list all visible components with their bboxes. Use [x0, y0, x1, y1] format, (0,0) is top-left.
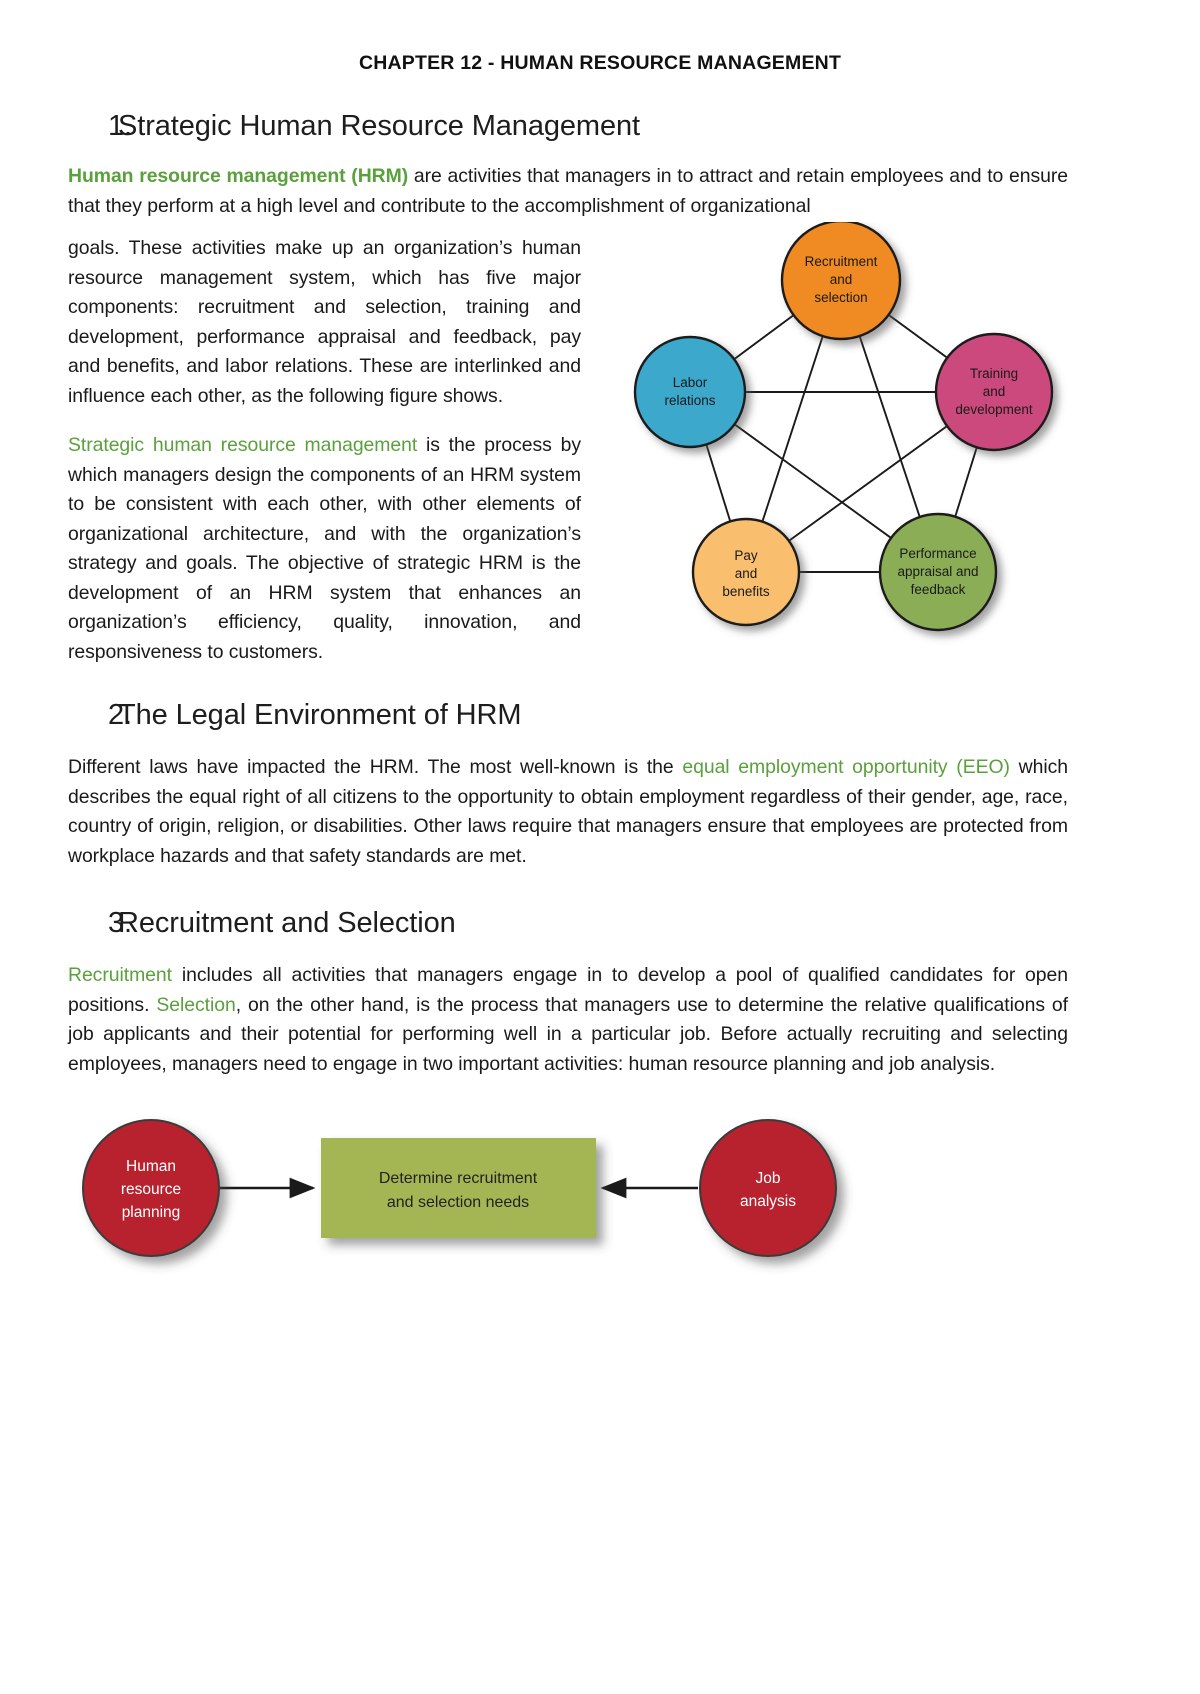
section-1-paragraph-2-rest: is the process by which managers design …	[68, 434, 581, 663]
section-3-title: Recruitment and Selection	[118, 907, 456, 940]
flow-center-line-1: Determine recruitment	[379, 1170, 538, 1187]
section-2-heading: 2. The Legal Environment of HRM	[68, 697, 1068, 733]
section-1-lead-rest: are activities that managers in to attra…	[68, 165, 1068, 217]
node-pay-and-benefits: Pay and benefits	[691, 518, 801, 627]
section-1: 1. Strategic Human Resource Management H…	[68, 108, 1068, 667]
flow-left-line-2: resource	[121, 1181, 181, 1198]
node-labor-line-2: relations	[664, 393, 715, 408]
term-eeo: equal employment opportunity (EEO)	[682, 756, 1010, 779]
node-recruitment-and-selection: Recruitment and selection	[780, 222, 902, 341]
section-1-paragraph-1: goals. These activities make up an organ…	[68, 237, 581, 407]
flow-center-line-2: and selection needs	[387, 1194, 529, 1211]
document-body: 1. Strategic Human Resource Management H…	[68, 108, 1068, 1315]
section-3: 3. Recruitment and Selection Recruitment…	[68, 905, 1068, 1315]
section-1-title: Strategic Human Resource Management	[118, 110, 640, 142]
node-training-line-1: Training	[970, 366, 1018, 381]
section-2-text-2: which describes the equal right of all c…	[68, 756, 1068, 867]
node-recruitment-line-1: Recruitment	[805, 254, 878, 269]
node-performance-line-2: appraisal and	[897, 564, 978, 579]
node-performance-line-1: Performance	[899, 546, 976, 561]
node-training-line-3: development	[955, 402, 1033, 417]
flow-left-line-3: planning	[122, 1204, 181, 1221]
flow-node-determine-needs: Determine recruitment and selection need…	[321, 1138, 596, 1239]
section-3-text-1: includes all activities that managers en…	[68, 964, 1068, 1016]
recruitment-flow-figure: Determine recruitment and selection need…	[78, 1115, 1078, 1315]
section-1-number: 1.	[108, 110, 132, 142]
node-recruitment-line-3: selection	[814, 290, 867, 305]
flow-node-human-resource-planning: Human resource planning	[82, 1119, 220, 1258]
node-labor-line-1: Labor	[673, 375, 708, 390]
node-performance-appraisal-and-feedback: Performance appraisal and feedback	[878, 513, 998, 632]
section-1-paragraph-2: Strategic human resource management is t…	[68, 431, 581, 667]
term-strategic-hrm: Strategic human resource management	[68, 434, 418, 457]
section-3-heading: 3. Recruitment and Selection	[68, 905, 1068, 941]
running-header: CHAPTER 12 - HUMAN RESOURCE MANAGEMENT	[358, 52, 842, 74]
flow-node-job-analysis: Job analysis	[699, 1119, 837, 1258]
recruitment-flow-svg: Determine recruitment and selection need…	[82, 1119, 837, 1258]
section-2-title: The Legal Environment of HRM	[118, 699, 522, 731]
section-1-columns: Recruitment and selection Training and d…	[68, 222, 1068, 667]
node-recruitment-line-2: and	[830, 272, 853, 287]
flow-right-line-2: analysis	[740, 1193, 796, 1210]
section-2-number: 2.	[108, 699, 132, 731]
section-2-text-1: Different laws have impacted the HRM. Th…	[68, 756, 683, 779]
section-2-paragraph: Different laws have impacted the HRM. Th…	[68, 753, 1068, 871]
node-pay-line-2: and	[735, 566, 758, 581]
section-1-lead-paragraph: Human resource management (HRM) are acti…	[68, 162, 1068, 221]
node-pay-line-1: Pay	[734, 548, 758, 563]
term-hrm: Human resource management (HRM)	[68, 165, 409, 188]
section-1-heading: 1. Strategic Human Resource Management	[68, 108, 1068, 144]
hrm-components-figure: Recruitment and selection Training and d…	[598, 222, 1068, 672]
term-selection: Selection	[156, 993, 236, 1016]
node-training-and-development: Training and development	[934, 333, 1054, 452]
section-3-paragraph: Recruitment includes all activities that…	[68, 961, 1068, 1079]
node-labor-relations: Labor relations	[633, 336, 747, 449]
hrm-pentagon-svg: Recruitment and selection Training and d…	[633, 222, 1054, 632]
flow-left-line-1: Human	[126, 1158, 176, 1175]
flow-right-line-1: Job	[756, 1170, 781, 1187]
node-pay-line-3: benefits	[722, 584, 770, 599]
node-training-line-2: and	[983, 384, 1006, 399]
term-recruitment: Recruitment	[68, 964, 172, 987]
section-2: 2. The Legal Environment of HRM Differen…	[68, 697, 1068, 871]
node-performance-line-3: feedback	[911, 582, 966, 597]
section-1-left-column: goals. These activities make up an organ…	[68, 234, 581, 667]
section-3-number: 3.	[108, 907, 132, 940]
section-3-text-2: , on the other hand, is the process that…	[68, 993, 1068, 1075]
